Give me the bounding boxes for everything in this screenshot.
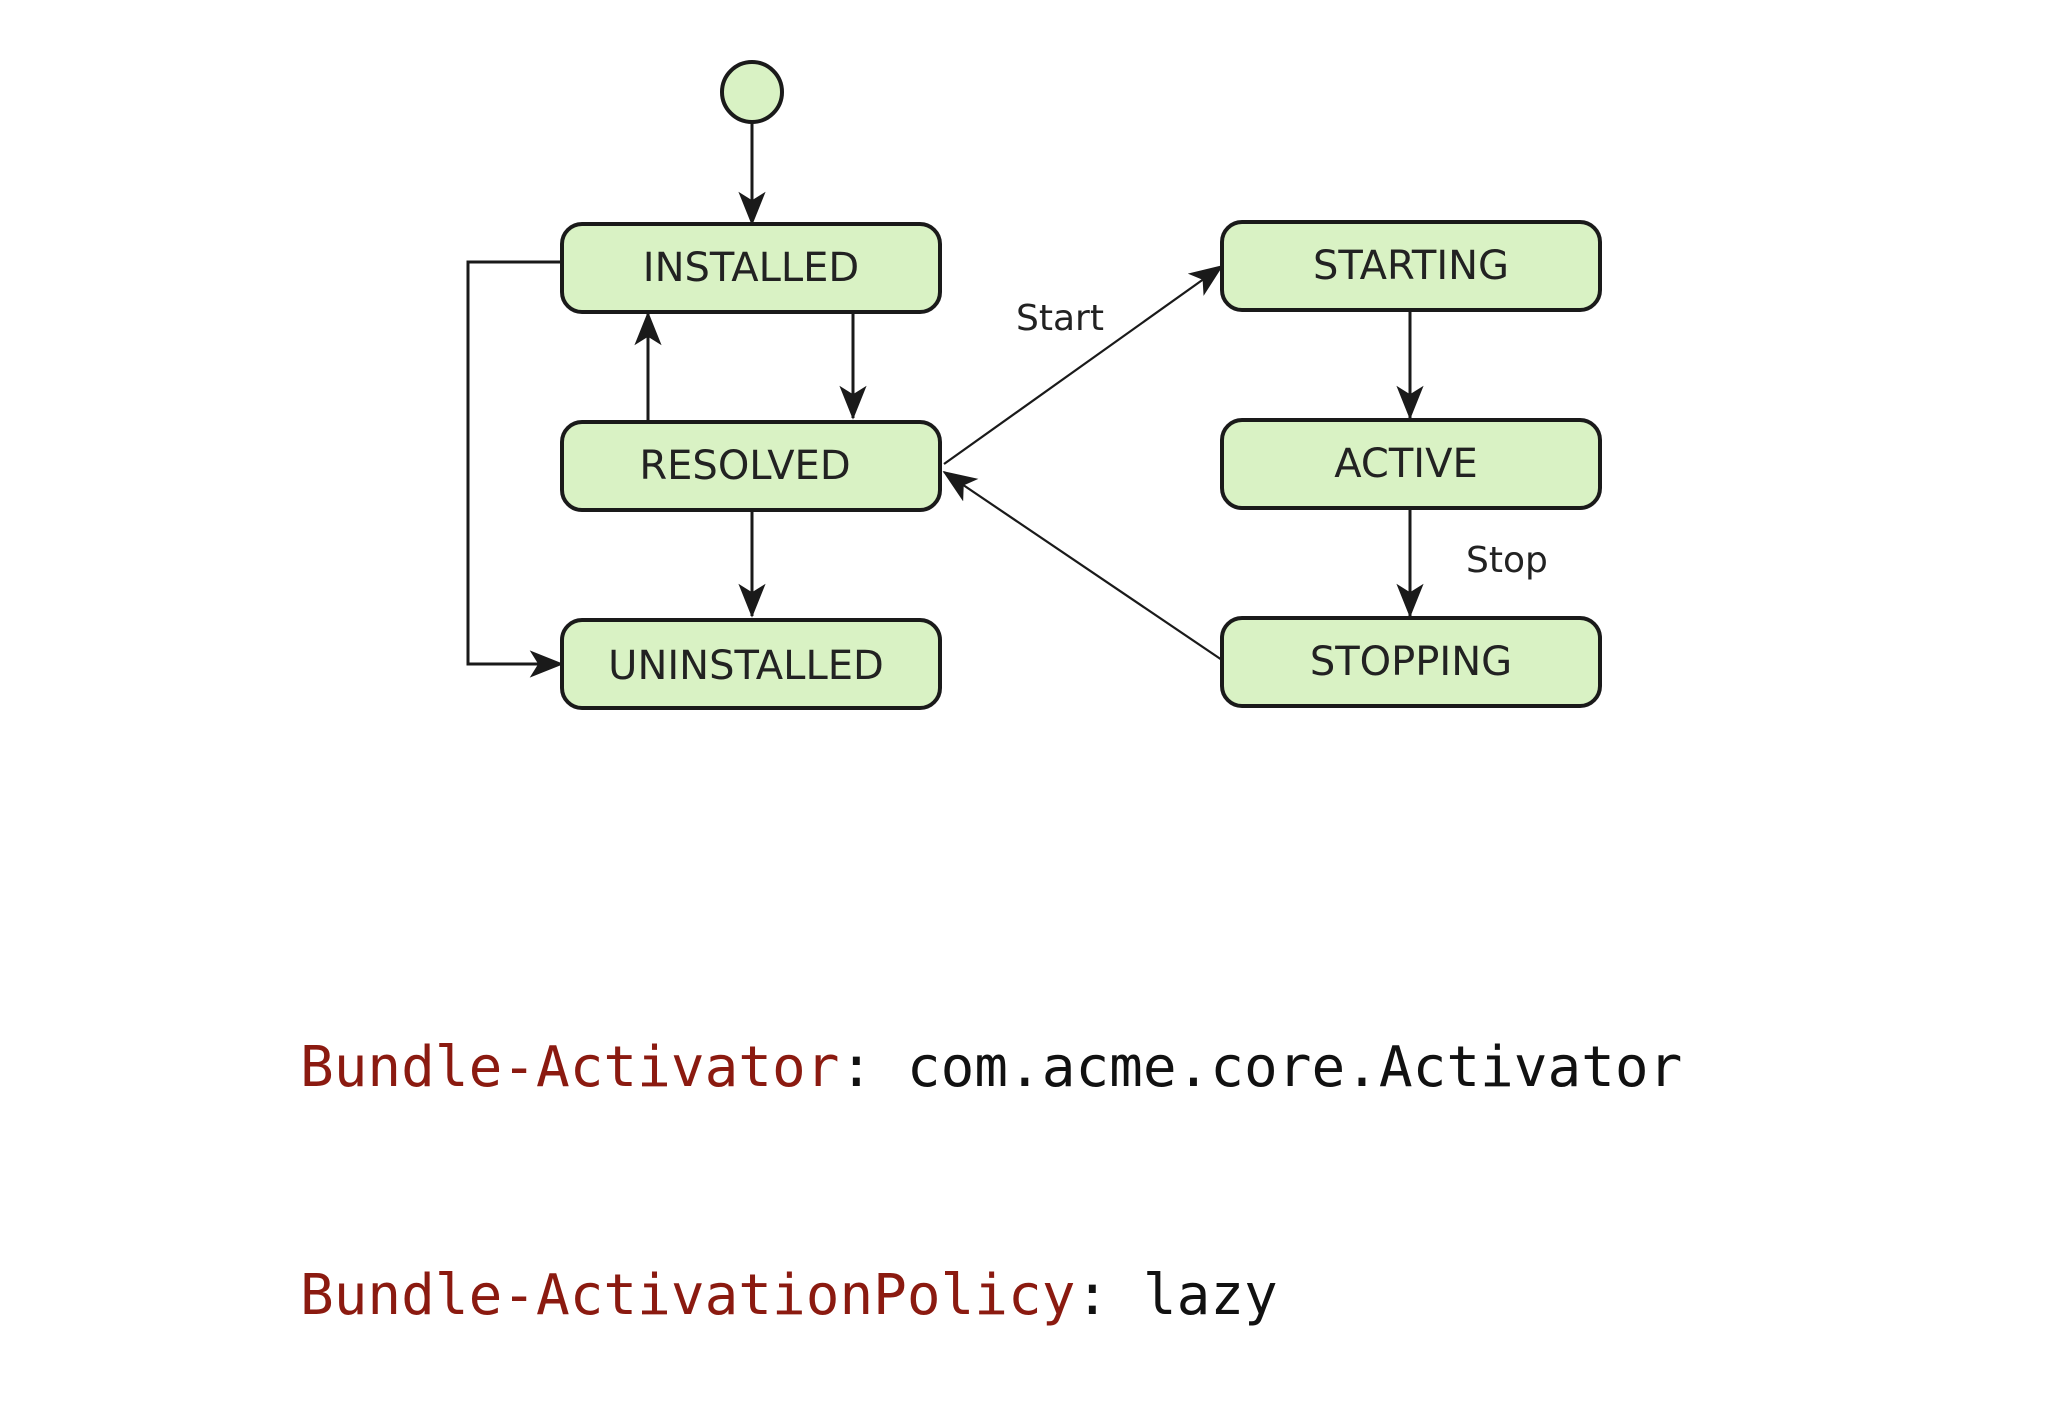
state-installed: INSTALLED [560, 222, 942, 314]
manifest-line-bundle-activator: Bundle-Activator: com.acme.core.Activato… [300, 1030, 1682, 1106]
state-starting: STARTING [1220, 220, 1602, 312]
manifest-value: lazy [1142, 1263, 1278, 1328]
state-stopping: STOPPING [1220, 616, 1602, 708]
manifest-separator: : [1075, 1263, 1143, 1328]
transition-label-start: Start [1016, 298, 1104, 339]
edge-resolved-to-starting [943, 265, 1224, 465]
transition-label-stop: Stop [1466, 540, 1548, 581]
manifest-line-activation-policy: Bundle-ActivationPolicy: lazy [300, 1258, 1682, 1334]
state-starting-label: STARTING [1313, 243, 1509, 289]
edge-stopping-to-resolved [942, 471, 1223, 661]
state-active-label: ACTIVE [1334, 441, 1477, 487]
state-uninstalled-label: UNINSTALLED [608, 643, 884, 689]
state-uninstalled: UNINSTALLED [560, 618, 942, 710]
state-active: ACTIVE [1220, 418, 1602, 510]
manifest-key: Bundle-Activator [300, 1035, 840, 1100]
state-resolved: RESOLVED [560, 420, 942, 512]
bundle-lifecycle-diagram: Start Stop INSTALLED RESOLVED UNINSTALLE… [466, 60, 1602, 710]
manifest-key: Bundle-ActivationPolicy [300, 1263, 1076, 1328]
manifest-value: com.acme.core.Activator [906, 1035, 1683, 1100]
initial-state-node [720, 60, 784, 124]
manifest-snippet: Bundle-Activator: com.acme.core.Activato… [300, 878, 1682, 1410]
manifest-separator: : [839, 1035, 907, 1100]
state-installed-label: INSTALLED [643, 245, 859, 291]
edge-installed-to-uninstalled [466, 260, 564, 678]
state-stopping-label: STOPPING [1310, 639, 1512, 685]
state-resolved-label: RESOLVED [639, 443, 850, 489]
